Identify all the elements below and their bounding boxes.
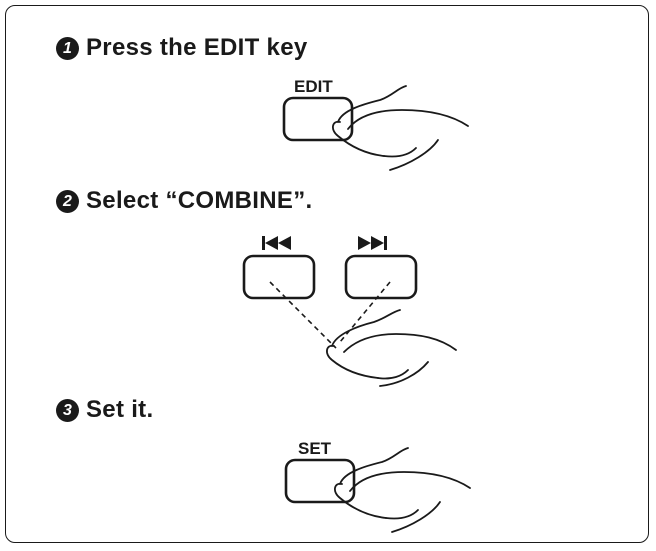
edit-key-label: EDIT <box>294 77 333 96</box>
pressing-hand-icon <box>332 85 469 171</box>
skip-back-key <box>242 254 316 300</box>
edit-key-illustration: EDIT <box>282 77 469 171</box>
skip-forward-key <box>344 254 418 300</box>
skip-forward-icon <box>358 236 387 250</box>
dashed-line-left <box>269 281 337 349</box>
step-2-number: 2 <box>56 189 79 213</box>
set-key-illustration: SET <box>284 439 471 533</box>
step-3-number: 3 <box>56 398 79 422</box>
step-1-number: 1 <box>56 36 79 60</box>
pressing-hand-icon <box>334 447 471 533</box>
skip-back-icon <box>262 236 291 250</box>
step-2-text: Select “COMBINE”. <box>86 187 313 214</box>
step-1-text: Press the EDIT key <box>86 34 308 61</box>
pointing-hand-icon <box>326 309 457 387</box>
set-key <box>284 458 356 504</box>
instruction-frame <box>5 5 649 543</box>
step-1: 1 Press the EDIT key <box>56 34 308 62</box>
step-3: 3 Set it. <box>56 396 153 424</box>
skip-keys-illustration <box>242 236 457 387</box>
edit-key <box>282 96 354 142</box>
step-2: 2 Select “COMBINE”. <box>56 187 312 215</box>
set-key-label: SET <box>298 439 332 458</box>
step-3-text: Set it. <box>86 396 154 423</box>
